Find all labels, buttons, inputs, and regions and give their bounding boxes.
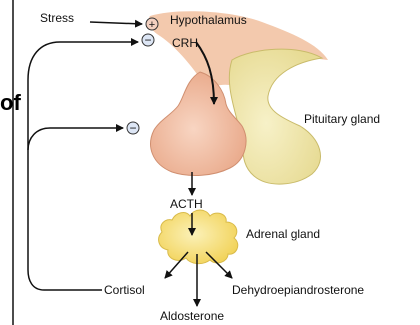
cropped-edge-text: of xyxy=(0,90,21,115)
feedback-branch-line xyxy=(28,128,123,150)
inhibit-hypothalamus-sign: − xyxy=(144,33,151,47)
label-stress: Stress xyxy=(40,11,74,25)
stimulate-sign: + xyxy=(149,19,155,31)
label-adrenal-gland: Adrenal gland xyxy=(246,227,320,241)
stress-arrow xyxy=(90,22,142,24)
inhibit-pituitary-sign: − xyxy=(129,121,136,135)
label-aldosterone: Aldosterone xyxy=(160,309,224,323)
adrenal-gland-shape xyxy=(159,210,238,264)
label-dhea: Dehydroepiandrosterone xyxy=(232,283,364,297)
label-acth: ACTH xyxy=(170,197,203,211)
feedback-loop-line xyxy=(28,42,138,290)
label-crh: CRH xyxy=(172,36,198,50)
label-hypothalamus: Hypothalamus xyxy=(170,13,247,27)
label-cortisol: Cortisol xyxy=(104,283,145,297)
label-pituitary-gland: Pituitary gland xyxy=(304,112,380,126)
